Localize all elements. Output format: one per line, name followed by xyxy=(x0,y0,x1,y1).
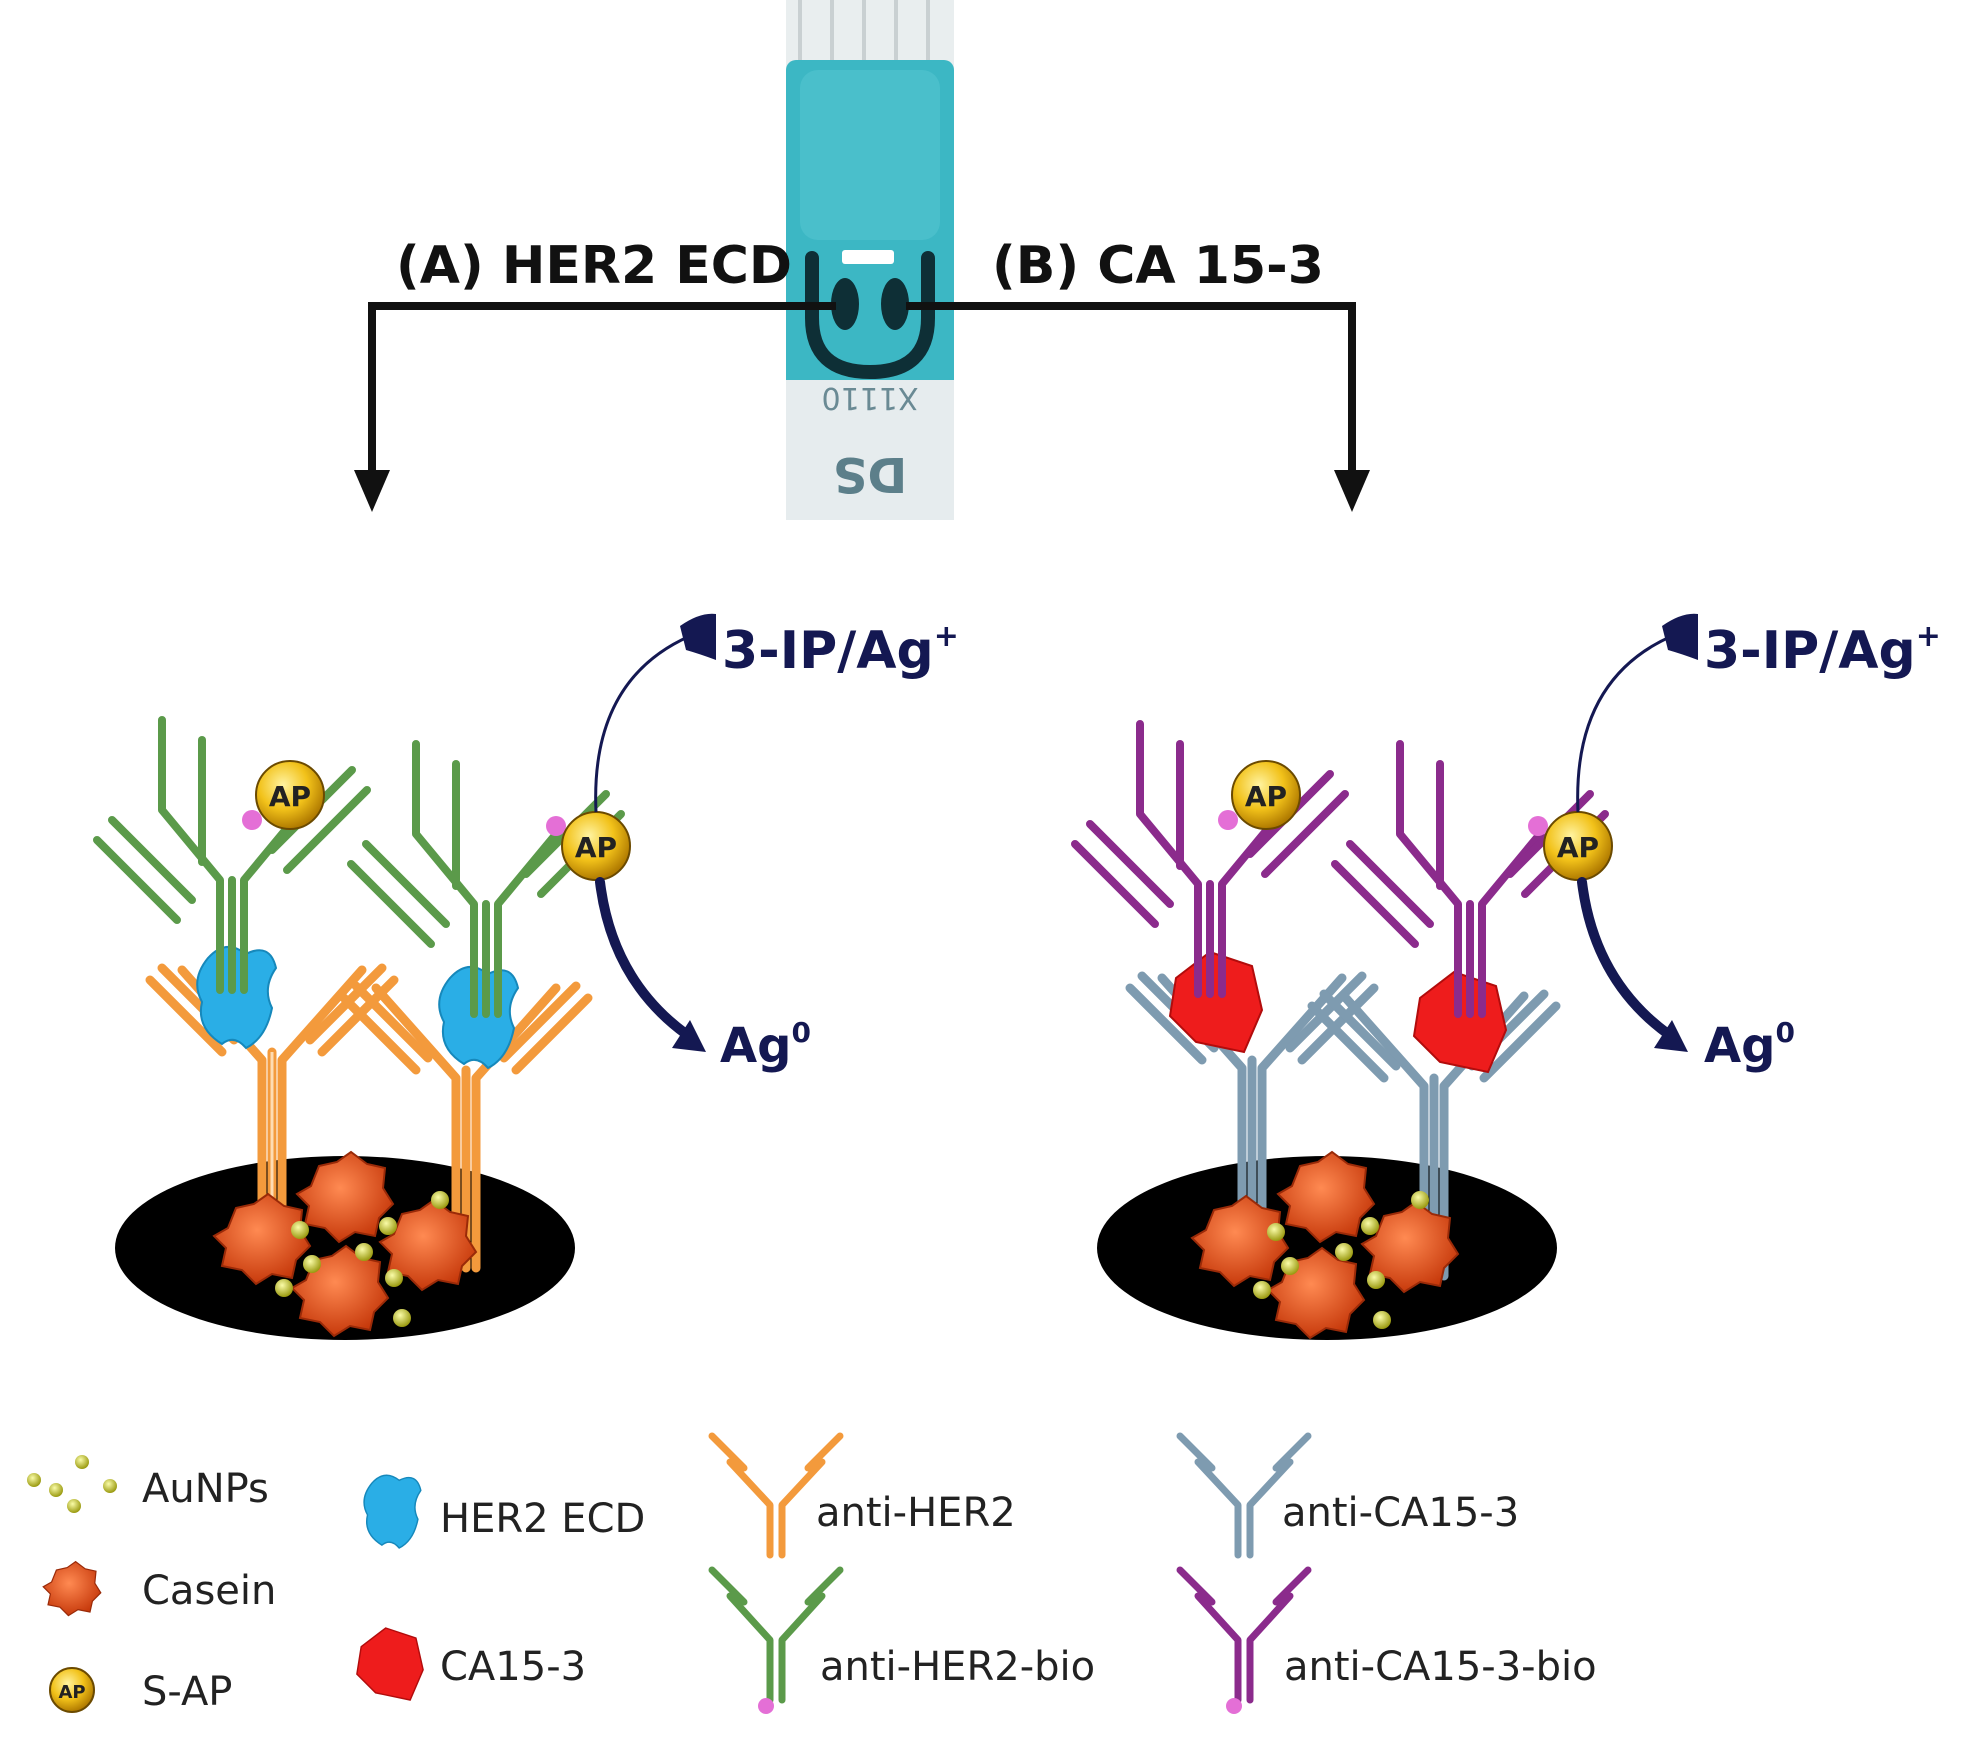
substrate-label-a: 3-IP/Ag+ xyxy=(722,619,959,681)
s-ap-tag-b1: AP xyxy=(1231,760,1301,830)
s-ap-tag-a1: AP xyxy=(255,760,325,830)
svg-text:anti-CA15-3: anti-CA15-3 xyxy=(1282,1490,1519,1536)
svg-text:AP: AP xyxy=(1557,831,1599,864)
legend-item-anti-ca153: anti-CA15-3 xyxy=(1176,1432,1519,1559)
svg-text:Casein: Casein xyxy=(142,1568,276,1614)
svg-text:AP: AP xyxy=(58,1682,85,1703)
panel-b-title: (B) CA 15-3 xyxy=(992,236,1324,296)
legend-item-s-ap: AP S-AP xyxy=(49,1667,232,1715)
product-label-b: Ag0 xyxy=(1704,1016,1795,1074)
svg-text:AuNPs: AuNPs xyxy=(142,1466,269,1512)
legend: AuNPs Casein AP S-AP HER2 ECD CA15-3 ant… xyxy=(27,1432,1597,1715)
svg-text:anti-HER2: anti-HER2 xyxy=(816,1490,1016,1536)
substrate-label-b: 3-IP/Ag+ xyxy=(1704,619,1941,681)
legend-item-casein: Casein xyxy=(42,1560,276,1617)
reaction-arrow-b xyxy=(1576,613,1698,1052)
svg-text:HER2 ECD: HER2 ECD xyxy=(440,1496,645,1542)
svg-text:CA15-3: CA15-3 xyxy=(440,1644,586,1690)
panel-a: AP AP 3-IP/Ag+ Ag0 xyxy=(97,613,959,1340)
aunps-b xyxy=(1253,1191,1429,1329)
her2-ecd-antigen-a1 xyxy=(196,945,277,1049)
branch-arrow-b xyxy=(906,302,1370,512)
electrode-brand-text: DS xyxy=(833,446,907,502)
legend-item-aunps: AuNPs xyxy=(27,1455,269,1513)
svg-text:anti-CA15-3-bio: anti-CA15-3-bio xyxy=(1284,1644,1597,1690)
legend-item-ca153: CA15-3 xyxy=(356,1627,586,1701)
panel-b: AP AP 3-IP/Ag+ Ag0 xyxy=(1075,613,1941,1340)
legend-item-anti-her2-bio: anti-HER2-bio xyxy=(708,1566,1095,1714)
legend-item-her2-ecd: HER2 ECD xyxy=(363,1474,645,1549)
branch-arrow-a xyxy=(354,302,836,512)
svg-text:anti-HER2-bio: anti-HER2-bio xyxy=(820,1644,1095,1690)
panel-a-title: (A) HER2 ECD xyxy=(396,236,792,296)
svg-text:AP: AP xyxy=(1245,780,1287,813)
detection-antibody-b2 xyxy=(1335,744,1605,1014)
product-label-a: Ag0 xyxy=(720,1016,811,1074)
svg-text:AP: AP xyxy=(575,831,617,864)
legend-item-anti-her2: anti-HER2 xyxy=(708,1432,1016,1559)
detection-antibody-b1 xyxy=(1075,724,1345,994)
electrode-code-text: X1110 xyxy=(822,380,919,415)
legend-item-anti-ca153-bio: anti-CA15-3-bio xyxy=(1176,1566,1597,1714)
aunps-a xyxy=(275,1191,449,1327)
detection-antibody-a2 xyxy=(351,744,621,1014)
s-ap-tag-b2: AP xyxy=(1543,811,1613,881)
reaction-arrow-a xyxy=(594,613,716,1052)
svg-text:AP: AP xyxy=(269,780,311,813)
detection-antibody-a1 xyxy=(97,720,367,990)
s-ap-tag-a2: AP xyxy=(561,811,631,881)
screen-printed-electrode: X1110 DS xyxy=(786,0,954,520)
svg-text:S-AP: S-AP xyxy=(142,1669,232,1715)
